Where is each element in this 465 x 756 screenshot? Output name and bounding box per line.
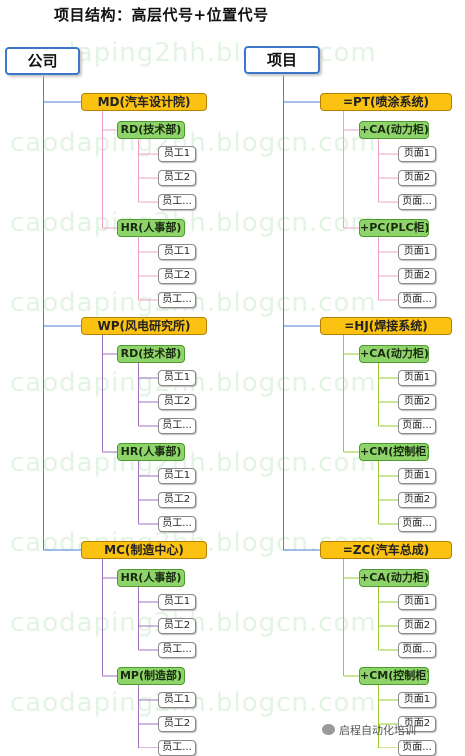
level2-node: MP(制造部) xyxy=(117,667,185,685)
level3-node: 页面... xyxy=(398,418,436,434)
level1-node: =HJ(焊接系统) xyxy=(320,317,452,335)
level1-node: MD(汽车设计院) xyxy=(81,93,207,111)
level3-node: 员工1 xyxy=(158,594,196,610)
level3-node: 页面2 xyxy=(398,618,436,634)
level3-node: 页面1 xyxy=(398,468,436,484)
footer-brand: 启程自动化培训 xyxy=(322,722,416,738)
level3-node: 员工2 xyxy=(158,394,196,410)
root-node: 项目 xyxy=(244,46,320,74)
level3-node: 页面... xyxy=(398,740,436,756)
root-node: 公司 xyxy=(5,47,80,75)
level3-node: 页面... xyxy=(398,642,436,658)
level3-node: 页面2 xyxy=(398,394,436,410)
level3-node: 页面... xyxy=(398,194,436,210)
level3-node: 员工... xyxy=(158,516,196,532)
level2-node: +CA(动力柜) xyxy=(359,569,429,587)
level2-node: HR(人事部) xyxy=(117,219,185,237)
level3-node: 页面... xyxy=(398,516,436,532)
level3-node: 页面... xyxy=(398,292,436,308)
level3-node: 页面1 xyxy=(398,692,436,708)
level2-node: HR(人事部) xyxy=(117,569,185,587)
level3-node: 员工2 xyxy=(158,268,196,284)
level3-node: 员工... xyxy=(158,418,196,434)
level1-node: WP(风电研究所) xyxy=(81,317,207,335)
level3-node: 页面1 xyxy=(398,370,436,386)
level2-node: +CM(控制柜) xyxy=(359,667,429,685)
level3-node: 员工2 xyxy=(158,170,196,186)
level2-node: +PC(PLC柜) xyxy=(359,219,429,237)
watermark-text: caodaping2hh.blogcn.com xyxy=(10,208,377,238)
level2-node: +CM(控制柜) xyxy=(359,443,429,461)
level2-node: +CA(动力柜) xyxy=(359,121,429,139)
level2-node: RD(技术部) xyxy=(117,121,185,139)
level3-node: 页面1 xyxy=(398,146,436,162)
page-title: 项目结构：高层代号+位置代号 xyxy=(54,6,269,24)
wechat-icon xyxy=(322,724,335,735)
level3-node: 页面2 xyxy=(398,716,436,732)
level1-node: =ZC(汽车总成) xyxy=(320,541,452,559)
level3-node: 页面1 xyxy=(398,594,436,610)
level2-node: RD(技术部) xyxy=(117,345,185,363)
level2-node: HR(人事部) xyxy=(117,443,185,461)
level3-node: 员工1 xyxy=(158,468,196,484)
level3-node: 员工... xyxy=(158,740,196,756)
footer-text: 启程自动化培训 xyxy=(339,724,416,737)
level3-node: 页面1 xyxy=(398,244,436,260)
level3-node: 员工2 xyxy=(158,492,196,508)
level3-node: 员工2 xyxy=(158,618,196,634)
level3-node: 员工... xyxy=(158,292,196,308)
level3-node: 员工1 xyxy=(158,146,196,162)
level3-node: 员工... xyxy=(158,642,196,658)
level2-node: +CA(动力柜) xyxy=(359,345,429,363)
level3-node: 页面2 xyxy=(398,170,436,186)
level3-node: 页面2 xyxy=(398,268,436,284)
level3-node: 员工... xyxy=(158,194,196,210)
level3-node: 员工2 xyxy=(158,716,196,732)
level3-node: 员工1 xyxy=(158,244,196,260)
level3-node: 页面2 xyxy=(398,492,436,508)
level1-node: =PT(喷涂系统) xyxy=(320,93,452,111)
level3-node: 员工1 xyxy=(158,370,196,386)
level1-node: MC(制造中心) xyxy=(81,541,207,559)
level3-node: 员工1 xyxy=(158,692,196,708)
